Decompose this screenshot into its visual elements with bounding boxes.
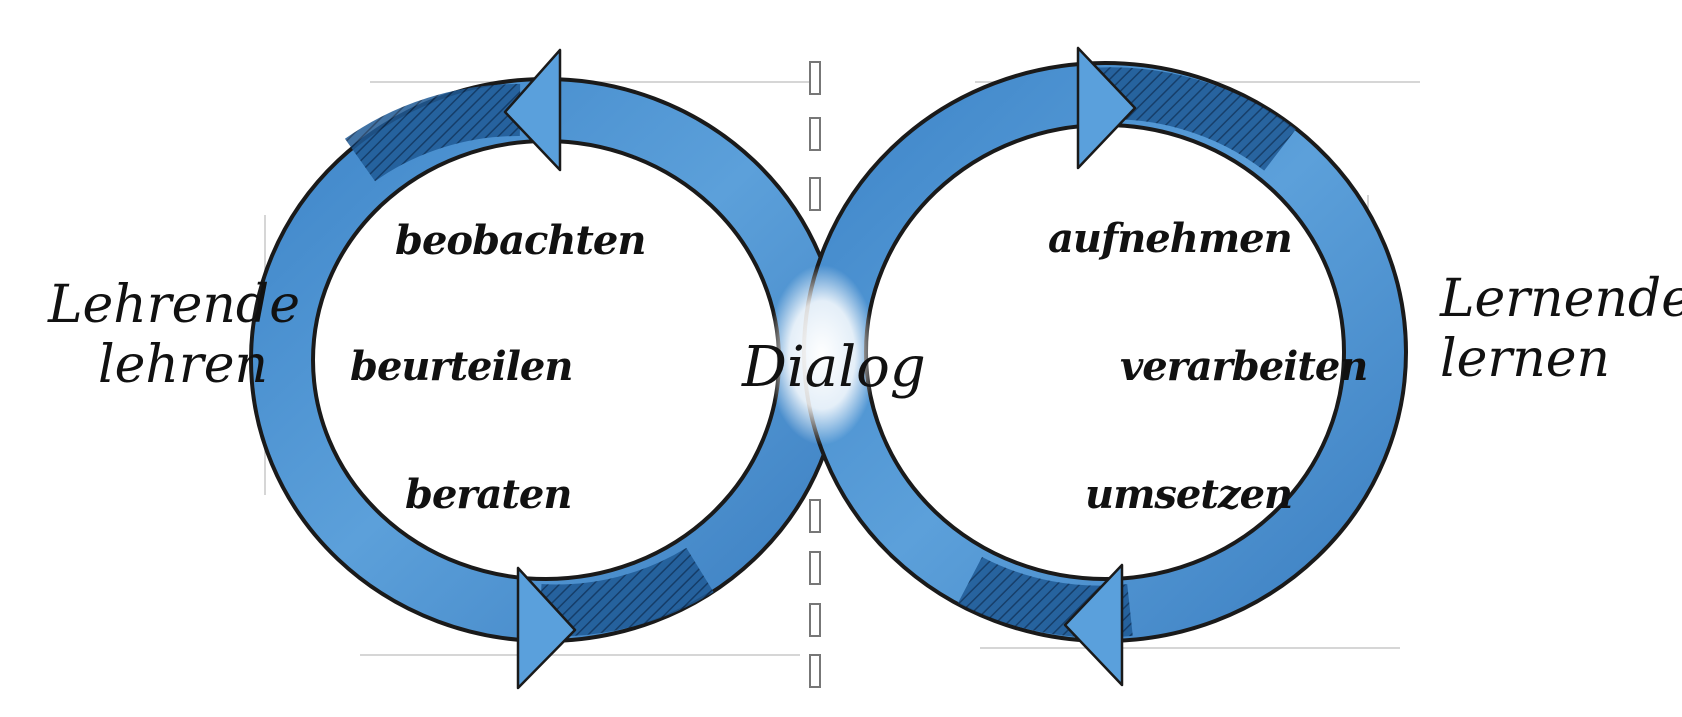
left-side-label: Lehrende lehren [47, 275, 300, 395]
arrow-heads [503, 46, 1137, 690]
right-step-3: umsetzen [1085, 471, 1292, 518]
right-step-2: verarbeiten [1120, 343, 1367, 390]
left-steps: beobachten beurteilen beraten [350, 217, 646, 518]
left-label-line2: lehren [98, 335, 268, 395]
arrow-head-icon [1076, 46, 1137, 170]
center-label: Dialog [741, 335, 926, 400]
arrow-head-icon [1063, 563, 1124, 687]
right-label-line1: Lernende [1439, 269, 1682, 329]
left-step-3: beraten [405, 471, 571, 518]
left-label-line1: Lehrende [47, 275, 300, 335]
right-label-line2: lernen [1440, 329, 1610, 389]
right-side-label: Lernende lernen [1439, 269, 1682, 389]
right-steps: aufnehmen verarbeiten umsetzen [1048, 215, 1368, 518]
crossing-glow [767, 265, 877, 445]
left-step-1: beobachten [395, 217, 645, 264]
right-step-1: aufnehmen [1048, 215, 1292, 262]
arrow-head-icon [503, 48, 562, 172]
left-step-2: beurteilen [350, 343, 572, 390]
arrow-head-icon [516, 566, 577, 690]
center-axis [809, 61, 821, 688]
